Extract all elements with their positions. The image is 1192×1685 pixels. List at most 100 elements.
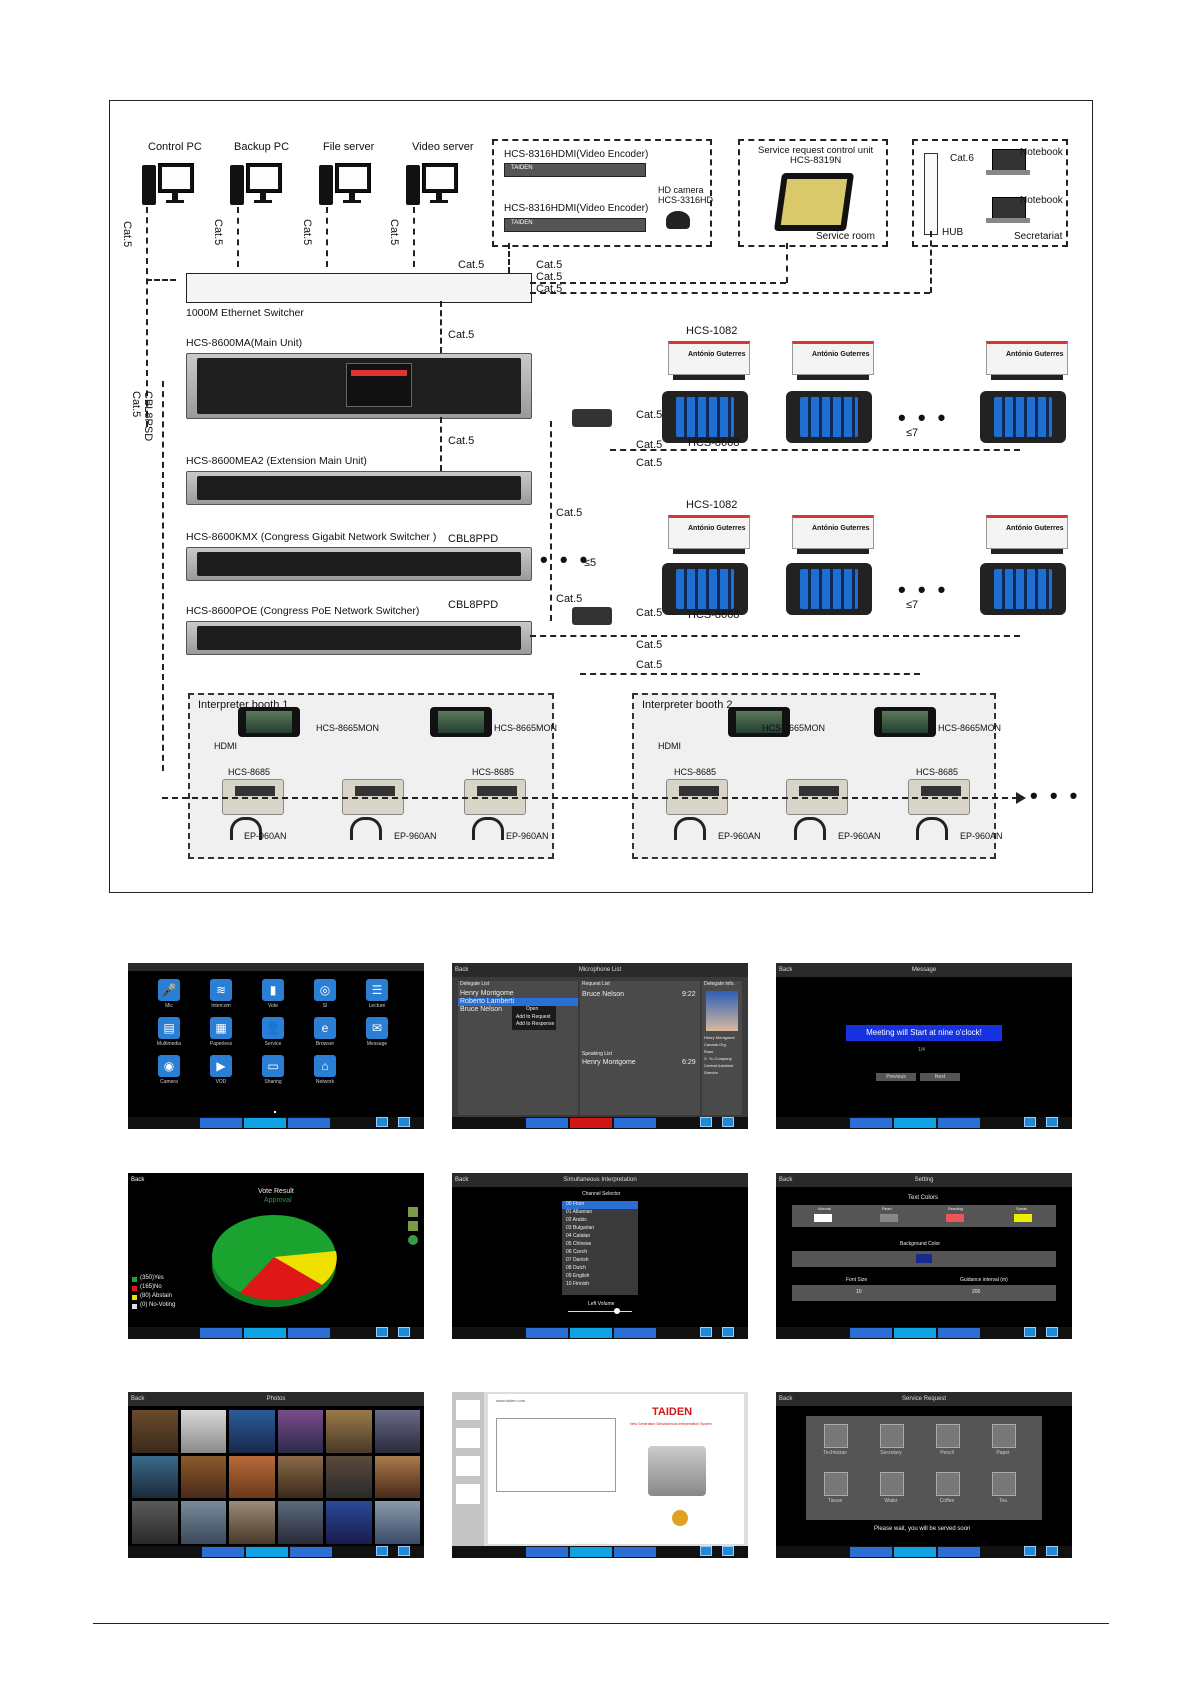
swatch-reading[interactable]: [946, 1214, 964, 1222]
technician-icon[interactable]: [824, 1424, 848, 1448]
cable-label: Cat.6: [950, 153, 974, 164]
pie-3d-icon[interactable]: [408, 1235, 418, 1245]
vote-icon[interactable]: ▮: [262, 979, 284, 1001]
channel-item[interactable]: 07 Danish: [566, 1257, 589, 1263]
volume-slider[interactable]: [568, 1311, 632, 1312]
home-icon-label: Intercom: [211, 1003, 231, 1009]
home-icon-label: Vote: [267, 1003, 278, 1009]
pie-slice-abstain: [274, 1251, 337, 1285]
volume-slider-thumb[interactable]: [614, 1308, 620, 1314]
video-server-icon: [406, 163, 458, 209]
nameplate: [668, 341, 750, 380]
mic-title: Microphone List: [578, 967, 622, 973]
pencil-icon[interactable]: [936, 1424, 960, 1448]
headphone-label: EP-960AN: [718, 831, 761, 841]
cable-label: Cat.5: [536, 271, 563, 283]
background-swatch[interactable]: [916, 1254, 932, 1263]
legend-label: (80) Abstain: [140, 1293, 173, 1299]
legend-swatch: [132, 1277, 137, 1282]
previous-button[interactable]: Previous: [876, 1073, 916, 1081]
swatch-label: Normal: [818, 1206, 831, 1211]
channel-item[interactable]: 09 English: [566, 1273, 590, 1279]
lecture-icon[interactable]: ☰: [366, 979, 388, 1001]
service-item-label: Secretary: [880, 1450, 902, 1456]
service-item-label: Technician: [823, 1450, 847, 1456]
channel-item[interactable]: 01 Albanian: [566, 1209, 593, 1215]
back-button[interactable]: Back: [455, 1177, 469, 1183]
network-icon[interactable]: ⌂: [314, 1055, 336, 1077]
menu-item[interactable]: Open: [526, 1006, 539, 1012]
cable-label: Cat.5: [301, 219, 313, 246]
channel-item[interactable]: 00 Floor: [566, 1201, 585, 1207]
cbl8ppd-label: CBL8PPD: [448, 533, 499, 545]
coffee-icon[interactable]: [936, 1472, 960, 1496]
channel-item[interactable]: 03 Bulgarian: [566, 1225, 595, 1231]
menu-item[interactable]: Add to Response: [516, 1021, 555, 1027]
delegate-item[interactable]: Bruce Nelson: [460, 1006, 503, 1013]
menu-item[interactable]: Add to Request: [516, 1014, 551, 1020]
channel-item[interactable]: 04 Catalan: [566, 1233, 591, 1239]
multimedia-icon[interactable]: ▤: [158, 1017, 180, 1039]
footer-rule: [93, 1623, 1109, 1624]
back-button[interactable]: Back: [779, 1177, 793, 1183]
delegate-info-header: Delegate info.: [704, 981, 735, 987]
tissue-icon[interactable]: [824, 1472, 848, 1496]
intercom-icon[interactable]: ≋: [210, 979, 232, 1001]
delegate-photo: [706, 991, 738, 1031]
browser-icon[interactable]: e: [314, 1017, 336, 1039]
headphone-icon: [472, 817, 504, 840]
more-dots: • • •: [1030, 783, 1081, 808]
home-icon-label: Lecture: [368, 1003, 386, 1009]
encoder-1-label: HCS-8316HDMI(Video Encoder): [504, 149, 649, 160]
back-button[interactable]: Back: [131, 1396, 145, 1402]
channel-item[interactable]: 06 Czech: [566, 1249, 588, 1255]
home-icon-label: Network: [315, 1079, 335, 1085]
request-name: Bruce Nelson: [582, 991, 625, 998]
water-icon[interactable]: [880, 1472, 904, 1496]
sharing-icon[interactable]: ▭: [262, 1055, 284, 1077]
nameplate-name: António Guterres: [1006, 525, 1064, 532]
hdmi-label: HDMI: [214, 741, 237, 751]
vod-icon[interactable]: ▶: [210, 1055, 232, 1077]
cable-label: Cat.5: [212, 219, 224, 246]
swatch-read[interactable]: [880, 1214, 898, 1222]
back-button[interactable]: Back: [779, 967, 793, 973]
channel-item[interactable]: 10 Finnish: [566, 1281, 590, 1287]
notebook-label: Notebook: [1020, 147, 1063, 158]
message-icon[interactable]: ✉: [366, 1017, 388, 1039]
interpretation-icon[interactable]: ◎: [314, 979, 336, 1001]
control-pc-icon: [142, 163, 194, 209]
home-icon-label: Message: [366, 1041, 388, 1047]
hcs8668-unit: [662, 563, 748, 615]
delegate-info-line: Henry Montgome: [704, 1035, 735, 1040]
channel-item[interactable]: 08 Dutch: [566, 1265, 587, 1271]
back-button[interactable]: Back: [455, 967, 469, 973]
back-button[interactable]: Back: [131, 1177, 145, 1183]
file-server-icon: [319, 163, 371, 209]
swatch-normal[interactable]: [814, 1214, 832, 1222]
service-icon[interactable]: 👤: [262, 1017, 284, 1039]
bar-chart-icon[interactable]: [408, 1221, 418, 1231]
service-wait-text: Please wait, you will be served soon: [874, 1526, 971, 1532]
channel-item[interactable]: 05 Chinese: [566, 1241, 592, 1247]
vote-pie-chart: [212, 1215, 337, 1307]
delegate-item[interactable]: Henry Montgome: [460, 990, 514, 997]
paperless-icon[interactable]: ▦: [210, 1017, 232, 1039]
back-button[interactable]: Back: [779, 1396, 793, 1402]
secretary-icon[interactable]: [880, 1424, 904, 1448]
le7-label: ≤7: [906, 599, 919, 611]
next-button[interactable]: Next: [920, 1073, 960, 1081]
ethernet-switcher: [186, 273, 532, 303]
microphone-icon[interactable]: 🎤: [158, 979, 180, 1001]
camera-icon[interactable]: ◉: [158, 1055, 180, 1077]
swatch-speak[interactable]: [1014, 1214, 1032, 1222]
home-icon-label: Multimedia: [156, 1041, 182, 1047]
tea-icon[interactable]: [992, 1472, 1016, 1496]
paper-icon[interactable]: [992, 1424, 1016, 1448]
delegate-item[interactable]: Roberto Lamberti: [460, 998, 515, 1005]
main-unit-display: [346, 363, 412, 407]
pie-chart-icon[interactable]: [408, 1207, 418, 1217]
notebook-icon: [986, 149, 1030, 179]
cable-label: Cat.5: [636, 439, 663, 451]
channel-item[interactable]: 02 Arabic: [566, 1217, 587, 1223]
